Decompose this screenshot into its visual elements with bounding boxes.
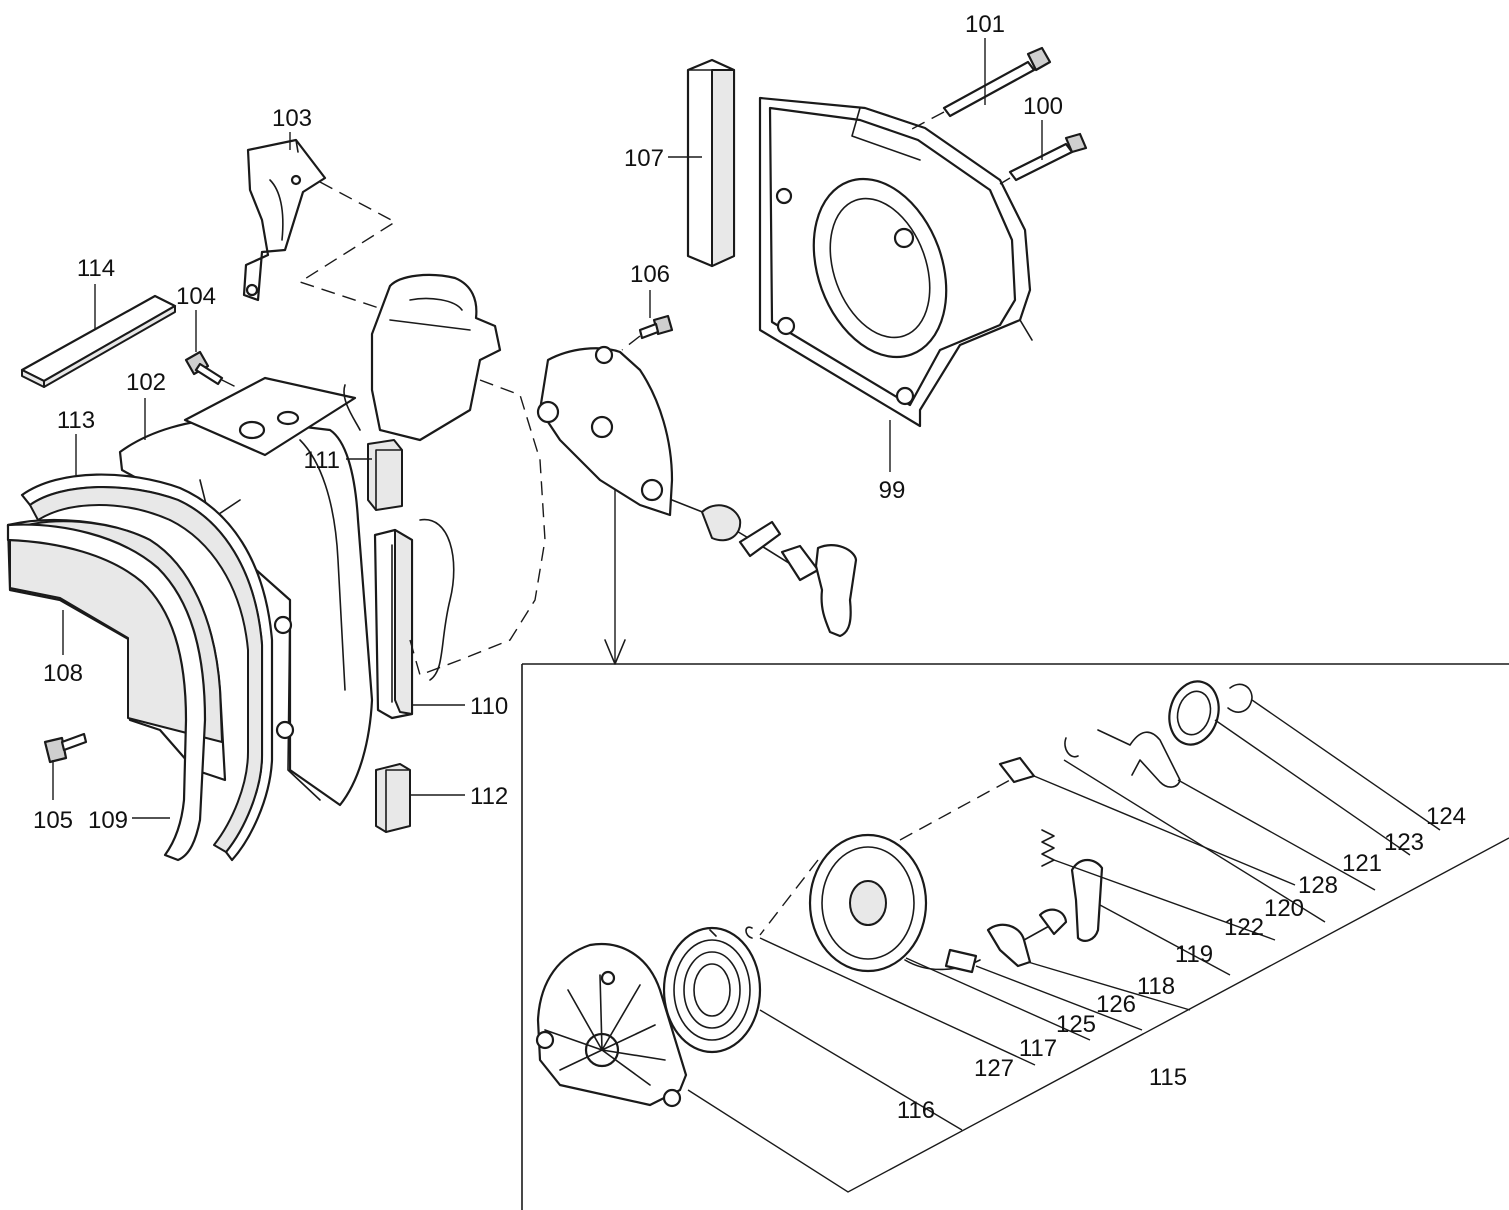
main-leader-lines [52,38,1043,819]
callout-99: 99 [879,477,906,504]
engine-block [343,273,546,681]
starter-cover-detail [535,943,688,1108]
callout-126: 126 [1096,991,1136,1018]
callout-122: 122 [1224,914,1264,941]
recoil-spring-116 [662,926,762,1054]
callout-120: 120 [1264,895,1304,922]
callout-127: 127 [974,1055,1014,1082]
foam-strip-114 [20,294,177,388]
callout-106: 106 [630,261,670,288]
callout-119: 119 [1175,941,1213,968]
bolt-101 [909,46,1052,131]
foam-107 [686,58,736,268]
clip-127 [745,926,753,939]
detail-leader-lines [687,699,1509,1193]
screw-105 [43,732,88,764]
callout-107: 107 [624,145,664,172]
starter-assembly [536,345,858,638]
bracket-103 [242,138,327,302]
callout-121: 121 [1342,850,1382,877]
callout-128: 128 [1298,872,1338,899]
callout-124: 124 [1426,803,1466,830]
bracket-alignment-line [298,181,397,311]
bolt-104 [184,350,259,399]
callout-116: 116 [897,1097,935,1124]
callout-117: 117 [1019,1035,1057,1062]
ratchet-parts [998,680,1253,867]
callout-125: 125 [1056,1011,1096,1038]
callout-104: 104 [176,283,216,310]
callout-113: 113 [57,407,95,434]
screw-106 [621,314,674,351]
callout-111: 111 [304,447,340,474]
callout-102: 102 [126,369,166,396]
foam-111 [367,439,403,511]
callout-114: 114 [77,255,115,282]
callout-112: 112 [470,783,508,810]
panel-108-109 [6,518,227,862]
callout-110: 110 [470,693,508,720]
callout-109: 109 [88,807,128,834]
callout-108: 108 [43,660,83,687]
callout-118: 118 [1137,973,1175,1000]
callout-115: 115 [1149,1064,1187,1091]
cover-113 [20,473,274,862]
foam-110 [373,528,414,720]
callout-105: 105 [33,807,73,834]
foam-112 [375,763,411,833]
bolt-100 [999,132,1088,185]
callout-100: 100 [1023,93,1063,120]
callout-103: 103 [272,105,312,132]
rope-handle-detail [944,858,1104,974]
callout-123: 123 [1384,829,1424,856]
callout-101: 101 [965,11,1005,38]
starter-detail-frame [521,470,1509,1210]
callout-labels: 101 100 103 107 114 106 104 102 113 111 … [33,11,1466,1124]
pulley-117 [759,779,1011,973]
fan-housing-99 [758,96,1033,428]
